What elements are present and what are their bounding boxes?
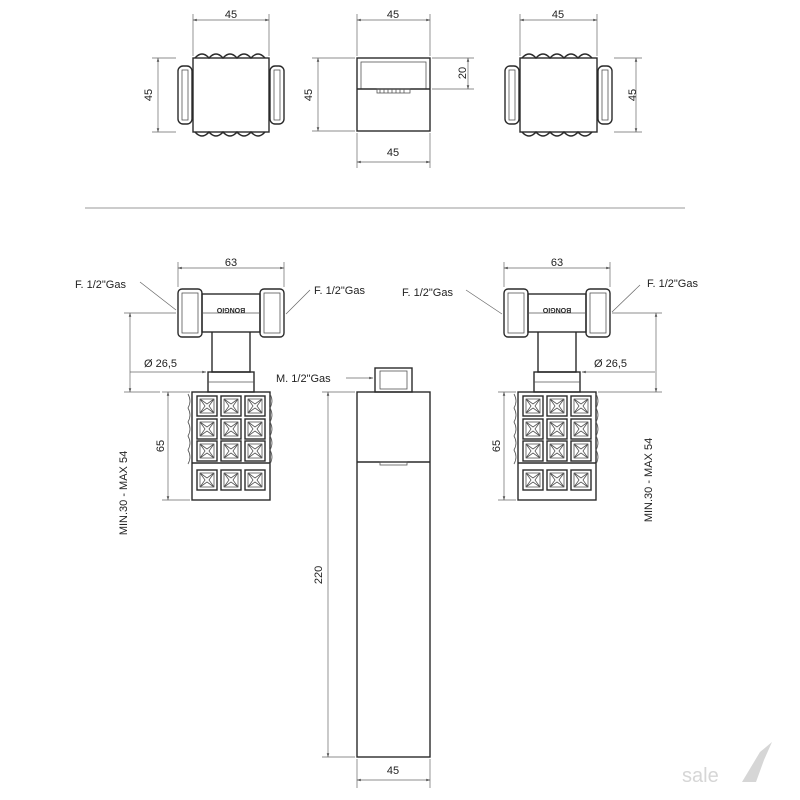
brand-logo-right: BONGIO	[542, 306, 571, 313]
dim-right-spout-width: 63	[551, 257, 563, 269]
dim-top-left-width: 45	[225, 9, 237, 21]
dim-top-right-width: 45	[552, 9, 564, 21]
watermark-logo-icon	[742, 742, 772, 782]
left-side-view	[124, 262, 311, 501]
center-spout-view	[322, 367, 431, 788]
watermark: sale	[682, 742, 772, 787]
dim-left-spout-width: 63	[225, 257, 237, 269]
dim-top-left-height: 45	[143, 89, 155, 101]
dim-right-range: MIN.30 - MAX 54	[643, 438, 655, 522]
top-right-view	[504, 14, 642, 137]
top-center-view	[312, 14, 474, 168]
dim-right-body-height: 65	[491, 440, 503, 452]
label-center-connection: M. 1/2"Gas	[276, 373, 331, 385]
dim-left-range: MIN.30 - MAX 54	[118, 451, 130, 535]
top-left-view	[152, 14, 285, 137]
dim-top-center-depth: 20	[457, 67, 469, 79]
dim-right-diameter: Ø 26,5	[594, 358, 627, 370]
dim-center-length: 220	[313, 566, 325, 584]
dim-center-width: 45	[387, 765, 399, 777]
label-left-inlet-left: F. 1/2"Gas	[75, 279, 126, 291]
dim-top-right-height: 45	[627, 89, 639, 101]
dim-left-body-height: 65	[155, 440, 167, 452]
label-right-inlet-left: F. 1/2"Gas	[402, 287, 453, 299]
dim-left-diameter: Ø 26,5	[144, 358, 177, 370]
dim-top-center-height: 45	[303, 89, 315, 101]
right-side-view	[465, 262, 662, 501]
brand-logo-left: BONGIO	[216, 306, 245, 313]
dim-top-center-width-bottom: 45	[387, 147, 399, 159]
watermark-text: sale	[682, 765, 719, 787]
label-left-inlet-right: F. 1/2"Gas	[314, 285, 365, 297]
dim-top-center-width-top: 45	[387, 9, 399, 21]
label-right-inlet-right: F. 1/2"Gas	[647, 278, 698, 290]
